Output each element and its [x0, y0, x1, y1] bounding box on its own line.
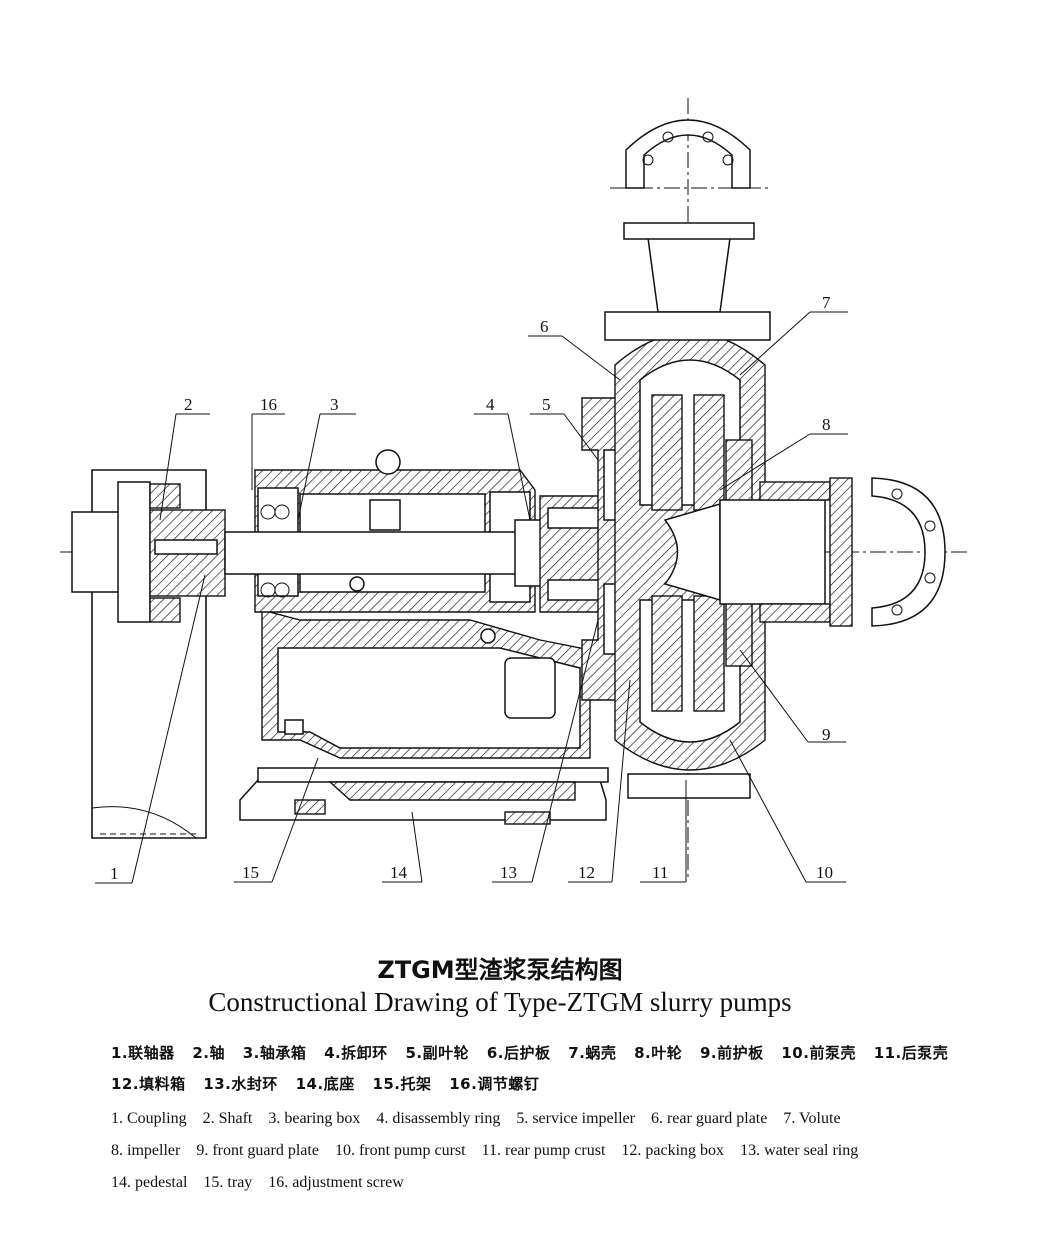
callout-12: 12: [578, 863, 595, 882]
callout-10: 10: [816, 863, 833, 882]
impeller-eye: [663, 503, 721, 601]
legend-item: 9.前护板: [700, 1044, 764, 1062]
callout-1: 1: [110, 864, 119, 883]
callout-5: 5: [542, 395, 551, 414]
packing-box: [539, 495, 613, 613]
callout-15: 15: [242, 863, 259, 882]
casing-foot: [627, 773, 751, 799]
legend-item: 6.后护板: [486, 1044, 551, 1062]
legend-item: 3.轴承箱: [242, 1044, 307, 1062]
inlet-flange: [871, 477, 946, 627]
title-chinese: ZTGM型渣浆泵结构图: [377, 956, 623, 984]
legend-item: 16. adjustment screw: [268, 1174, 404, 1191]
callout-11: 11: [652, 863, 668, 882]
legend-item: 16.调节螺钉: [449, 1075, 540, 1093]
legend-en-line1: 1. Coupling 2. Shaft 3. bearing box 4. d…: [111, 1110, 853, 1128]
callout-labels: 1 2 3 4 5 6 7 8 9 10 11 12 13 14 15 16: [110, 293, 833, 883]
legend-item: 15. tray: [203, 1174, 253, 1191]
legend-item: 2.轴: [192, 1044, 226, 1062]
leader-lines: [95, 311, 848, 884]
legend-en-line2: 8. impeller 9. front guard plate 10. fro…: [111, 1142, 870, 1160]
legend-item: 1. Coupling: [111, 1110, 187, 1127]
legend-item: 2. Shaft: [202, 1110, 253, 1127]
legend-item: 12. packing box: [621, 1142, 725, 1159]
pedestal: [239, 767, 609, 825]
front-guard-plate: [725, 439, 753, 667]
callout-8: 8: [822, 415, 831, 434]
coupling: [71, 481, 226, 623]
callout-13: 13: [500, 863, 517, 882]
legend-item: 11.后泵壳: [873, 1044, 949, 1062]
callout-3: 3: [330, 395, 339, 414]
legend-item: 11. rear pump crust: [481, 1142, 606, 1159]
callout-4: 4: [486, 395, 495, 414]
legend-item: 5.副叶轮: [405, 1044, 470, 1062]
legend-item: 7. Volute: [783, 1110, 841, 1127]
legend-item: 13.水封环: [203, 1075, 278, 1093]
legend-item: 9. front guard plate: [196, 1142, 319, 1159]
legend-item: 14.底座: [295, 1075, 355, 1093]
suction-inlet: [719, 477, 853, 627]
legend-item: 3. bearing box: [268, 1110, 361, 1127]
legend-item: 4.拆卸环: [324, 1044, 388, 1062]
callout-6: 6: [540, 317, 549, 336]
legend-item: 12.填料箱: [111, 1075, 186, 1093]
callout-16: 16: [260, 395, 277, 414]
legend-item: 7.蜗壳: [568, 1044, 617, 1062]
pump-drawing: 1 2 3 4 5 6 7 8 9 10 11 12 13 14 15 16: [60, 98, 970, 884]
legend-item: 10.前泵壳: [781, 1044, 856, 1062]
legend-item: 5. service impeller: [516, 1110, 635, 1127]
legend-item: 13. water seal ring: [740, 1142, 859, 1159]
legend-item: 6. rear guard plate: [650, 1110, 768, 1127]
legend-item: 8.叶轮: [634, 1044, 683, 1062]
legend-item: 15.托架: [372, 1075, 432, 1093]
legend-item: 1.联轴器: [111, 1044, 175, 1062]
title-english: Constructional Drawing of Type-ZTGM slur…: [208, 987, 792, 1017]
legend-cn-line2: 12.填料箱 13.水封环 14.底座 15.托架 16.调节螺钉: [111, 1073, 551, 1094]
discharge-outlet: [604, 119, 771, 341]
callout-7: 7: [822, 293, 831, 312]
bearing-bracket: [261, 609, 591, 759]
legend-cn-line1: 1.联轴器 2.轴 3.轴承箱 4.拆卸环 5.副叶轮 6.后护板 7.蜗壳 8…: [111, 1042, 960, 1063]
legend-item: 4. disassembly ring: [376, 1110, 501, 1127]
callout-2: 2: [184, 395, 193, 414]
legend-item: 8. impeller: [111, 1142, 181, 1159]
callout-9: 9: [822, 725, 831, 744]
legend-item: 10. front pump curst: [334, 1142, 466, 1159]
callout-14: 14: [390, 863, 408, 882]
legend-item: 14. pedestal: [111, 1174, 188, 1191]
legend-en-line3: 14. pedestal 15. tray 16. adjustment scr…: [111, 1174, 416, 1192]
